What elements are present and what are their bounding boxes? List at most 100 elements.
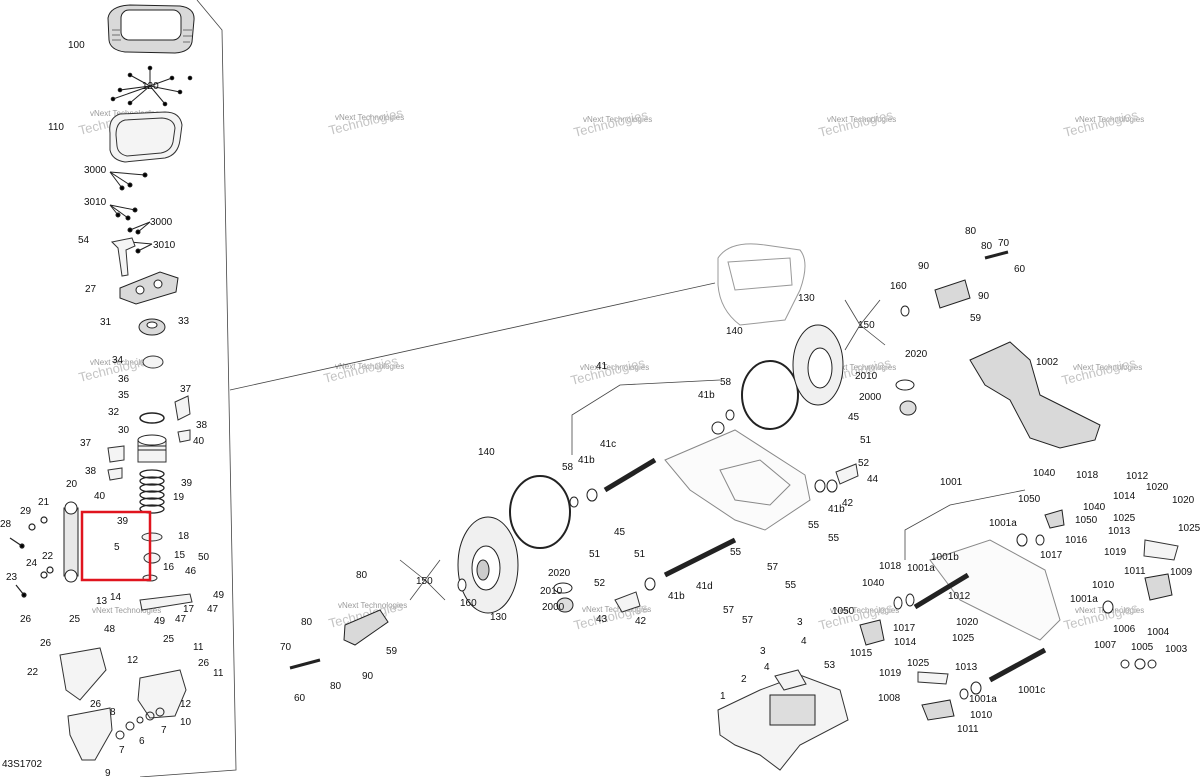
bracket-part	[1044, 509, 1065, 529]
watermark-text: vNext Technologies	[830, 606, 899, 615]
callout-label: 55	[808, 520, 820, 531]
callout-label: 1020	[1172, 495, 1195, 506]
callout-label: 80	[301, 617, 313, 628]
callout-label: 49	[154, 616, 166, 627]
callout-label: 41b	[698, 390, 715, 401]
caliper-part	[343, 609, 389, 646]
callout-label: 9	[105, 768, 111, 777]
callout-label: 5	[114, 542, 120, 553]
bolt-cluster	[110, 65, 193, 107]
callout-label: 37	[80, 438, 92, 449]
callout-label: 1010	[970, 710, 993, 721]
callout-label: 28	[0, 519, 12, 530]
callout-label: 1050	[1075, 515, 1098, 526]
callout-label: 59	[970, 313, 982, 324]
callout-label: 41d	[696, 581, 713, 592]
rod-part	[289, 658, 321, 670]
callout-label: 21	[38, 497, 50, 508]
callout-label: 42	[842, 498, 854, 509]
callout-label: 38	[196, 420, 208, 431]
watermark-text-large: Technologies	[1060, 355, 1138, 388]
callout-label: 41b	[668, 591, 685, 602]
callout-label: 80	[981, 241, 993, 252]
callout-label: 41c	[600, 439, 616, 450]
callout-label: 6	[139, 736, 145, 747]
callout-label: 1012	[948, 591, 971, 602]
detail-panel-border	[139, 0, 716, 777]
watermark-text: vNext Technologies	[827, 115, 896, 124]
callout-label: 1006	[1113, 624, 1136, 635]
callout-label: 51	[860, 435, 872, 446]
callout-label: 17	[183, 604, 195, 615]
callout-label: 1025	[1113, 513, 1136, 524]
callout-label: 4	[801, 636, 807, 647]
callout-label: 53	[824, 660, 836, 671]
watermark-text-large: Technologies	[322, 353, 400, 386]
callout-label: 52	[858, 458, 870, 469]
callout-label: 1011	[957, 724, 979, 735]
callout-label: 140	[478, 447, 495, 458]
screw-cluster	[109, 171, 153, 254]
callout-label: 2010	[540, 586, 563, 597]
callout-label: 55	[730, 547, 742, 558]
callout-label: 44	[867, 474, 879, 485]
shock-absorber-part	[63, 501, 79, 583]
leader-lines	[399, 299, 1026, 601]
callout-label: 20	[66, 479, 78, 490]
watermark-text: vNext Technologies	[1073, 363, 1142, 372]
callout-label: 37	[180, 384, 192, 395]
callout-label: 1040	[862, 578, 885, 589]
watermark-text-large: Technologies	[569, 355, 647, 388]
callout-label: 140	[726, 326, 743, 337]
callout-label: 1011	[1124, 566, 1146, 577]
callout-label: 12	[127, 655, 139, 666]
clip-part	[177, 429, 191, 443]
piston-part	[137, 434, 167, 463]
side-cover-part	[792, 324, 844, 406]
callout-label: 13	[96, 596, 108, 607]
clip-part	[174, 395, 191, 421]
callout-label: 41b	[578, 455, 595, 466]
mount-bracket-part	[614, 591, 641, 613]
callout-label: 1001	[940, 477, 963, 488]
callout-label: 11	[193, 642, 204, 653]
callout-label: 1050	[832, 606, 855, 617]
gasket-part	[109, 111, 183, 163]
callout-label: 47	[175, 614, 187, 625]
callout-label: 1017	[893, 623, 916, 634]
highlight-box[interactable]	[80, 510, 152, 582]
bracket-part	[921, 699, 955, 721]
callout-label: 36	[118, 374, 130, 385]
callout-label: 54	[78, 235, 90, 246]
callout-label: 3	[797, 617, 803, 628]
left-column-parts	[9, 4, 195, 761]
callout-label: 80	[356, 570, 368, 581]
callout-label: 26	[40, 638, 52, 649]
callout-label: 38	[85, 466, 97, 477]
callout-label: 1019	[879, 668, 902, 679]
callout-label: 40	[193, 436, 205, 447]
callout-label: 1013	[1108, 526, 1131, 537]
rocker-arm-part	[139, 593, 193, 611]
callout-label: 1040	[1083, 502, 1106, 513]
callout-label: 110	[48, 122, 64, 133]
cover-part	[59, 647, 107, 701]
callout-label: 57	[723, 605, 735, 616]
callout-label: 7	[161, 725, 167, 736]
callout-label: 26	[20, 614, 32, 625]
seal-part	[143, 552, 161, 564]
ring-group	[893, 533, 1157, 700]
callout-label: 15	[174, 550, 186, 561]
axle-shaft-part	[988, 647, 1047, 683]
plate-part	[1143, 539, 1179, 561]
watermark-text-large: Technologies	[1062, 107, 1140, 140]
side-cover-part	[457, 516, 519, 614]
callout-label: 35	[118, 390, 130, 401]
callout-label: 1007	[1094, 640, 1117, 651]
valve-spring-part	[139, 469, 165, 514]
callout-label: 30	[118, 425, 130, 436]
o-ring-part	[139, 412, 165, 424]
main-frame-part	[717, 674, 849, 771]
watermark-text-large: Technologies	[572, 107, 650, 140]
callout-label: 45	[848, 412, 860, 423]
